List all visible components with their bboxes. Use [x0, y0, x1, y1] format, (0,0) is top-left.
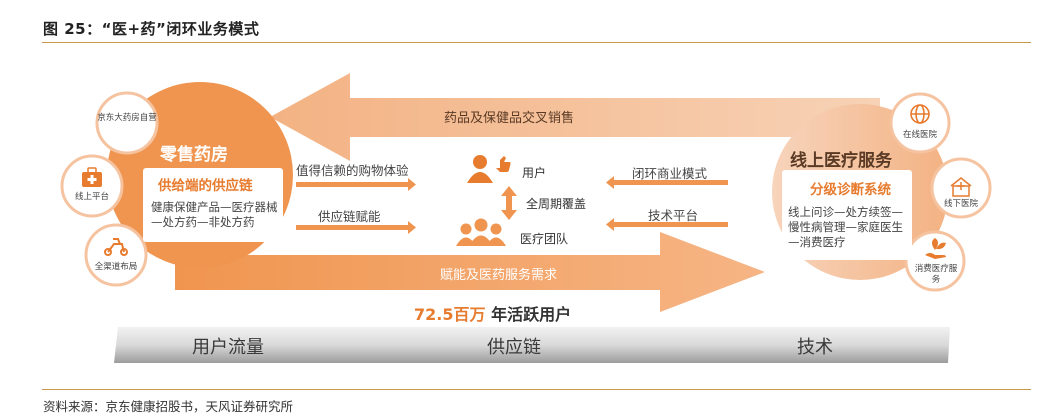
top-rule [42, 42, 1031, 43]
left-lower-arrow-label: 供应链赋能 [318, 209, 381, 224]
medical-team-label: 医疗团队 [520, 232, 569, 246]
top-arrow [270, 73, 880, 161]
left-satellite-1 [95, 91, 159, 155]
right-upper-arrow-label: 闭环商业模式 [632, 166, 708, 181]
full-cycle-label: 全周期覆盖 [526, 197, 587, 211]
bottom-arrow [175, 232, 765, 312]
full-cycle-arrow [501, 186, 517, 220]
bar-label-supply-chain: 供应链 [487, 337, 541, 358]
right-satellite-2-label: 线下医院 [943, 199, 978, 209]
left-satellite-3-label: 全渠道布局 [94, 262, 138, 272]
arrow-left-upper [296, 178, 416, 191]
right-satellite-1-label: 在线医院 [902, 130, 937, 140]
right-satellite-3 [904, 230, 966, 292]
active-users-text: 年活跃用户 [491, 305, 572, 324]
left-box-text: 健康保健产品—医疗器械—处方药—非处方药 [151, 200, 278, 229]
bar-label-user-traffic: 用户流量 [192, 337, 264, 358]
hand-plant-icon [925, 238, 946, 259]
bottom-bar [114, 327, 950, 363]
medical-team-icon [456, 218, 506, 246]
user-icon [467, 155, 511, 183]
bottom-rule [42, 389, 1031, 390]
active-users: 72.5百万 年活跃用户 [414, 301, 571, 325]
right-inner-box [782, 170, 912, 260]
medical-kit-icon [82, 167, 102, 187]
right-box-text: 线上问诊—处方续签—慢性病管理—家庭医生—消费医疗 [788, 205, 903, 249]
arrow-right-upper [606, 176, 728, 189]
left-circle-title: 零售药房 [160, 145, 228, 165]
scooter-icon [104, 238, 128, 256]
active-users-number: 72.5百万 [414, 305, 486, 324]
arrow-right-lower [606, 218, 728, 231]
left-box-title: 供给端的供应链 [158, 178, 253, 194]
bottom-arrow-label: 赋能及医药服务需求 [440, 268, 558, 283]
right-satellite-3-label: 消费医疗服务 [914, 264, 958, 285]
figure-title: 图 25：“医+药”闭环业务模式 [43, 20, 260, 38]
arrow-left-lower [296, 221, 416, 234]
hospital-icon [950, 177, 972, 197]
globe-icon [910, 104, 930, 124]
top-arrow-label: 药品及保健品交叉销售 [444, 111, 575, 126]
figure-source: 资料来源：京东健康招股书，天风证券研究所 [43, 399, 294, 414]
users-label: 用户 [522, 166, 547, 180]
right-lower-arrow-label: 技术平台 [648, 208, 699, 223]
left-inner-box [143, 168, 283, 242]
left-satellite-3 [84, 223, 148, 287]
right-circle-title: 线上医疗服务 [790, 151, 892, 171]
left-satellite-2-label: 线上平台 [74, 192, 109, 202]
left-upper-arrow-label: 值得信赖的购物体验 [296, 163, 409, 178]
bar-label-technology: 技术 [797, 337, 833, 358]
left-satellite-1-label: 京东大药房自营 [97, 113, 157, 123]
right-box-title: 分级诊断系统 [810, 182, 891, 198]
